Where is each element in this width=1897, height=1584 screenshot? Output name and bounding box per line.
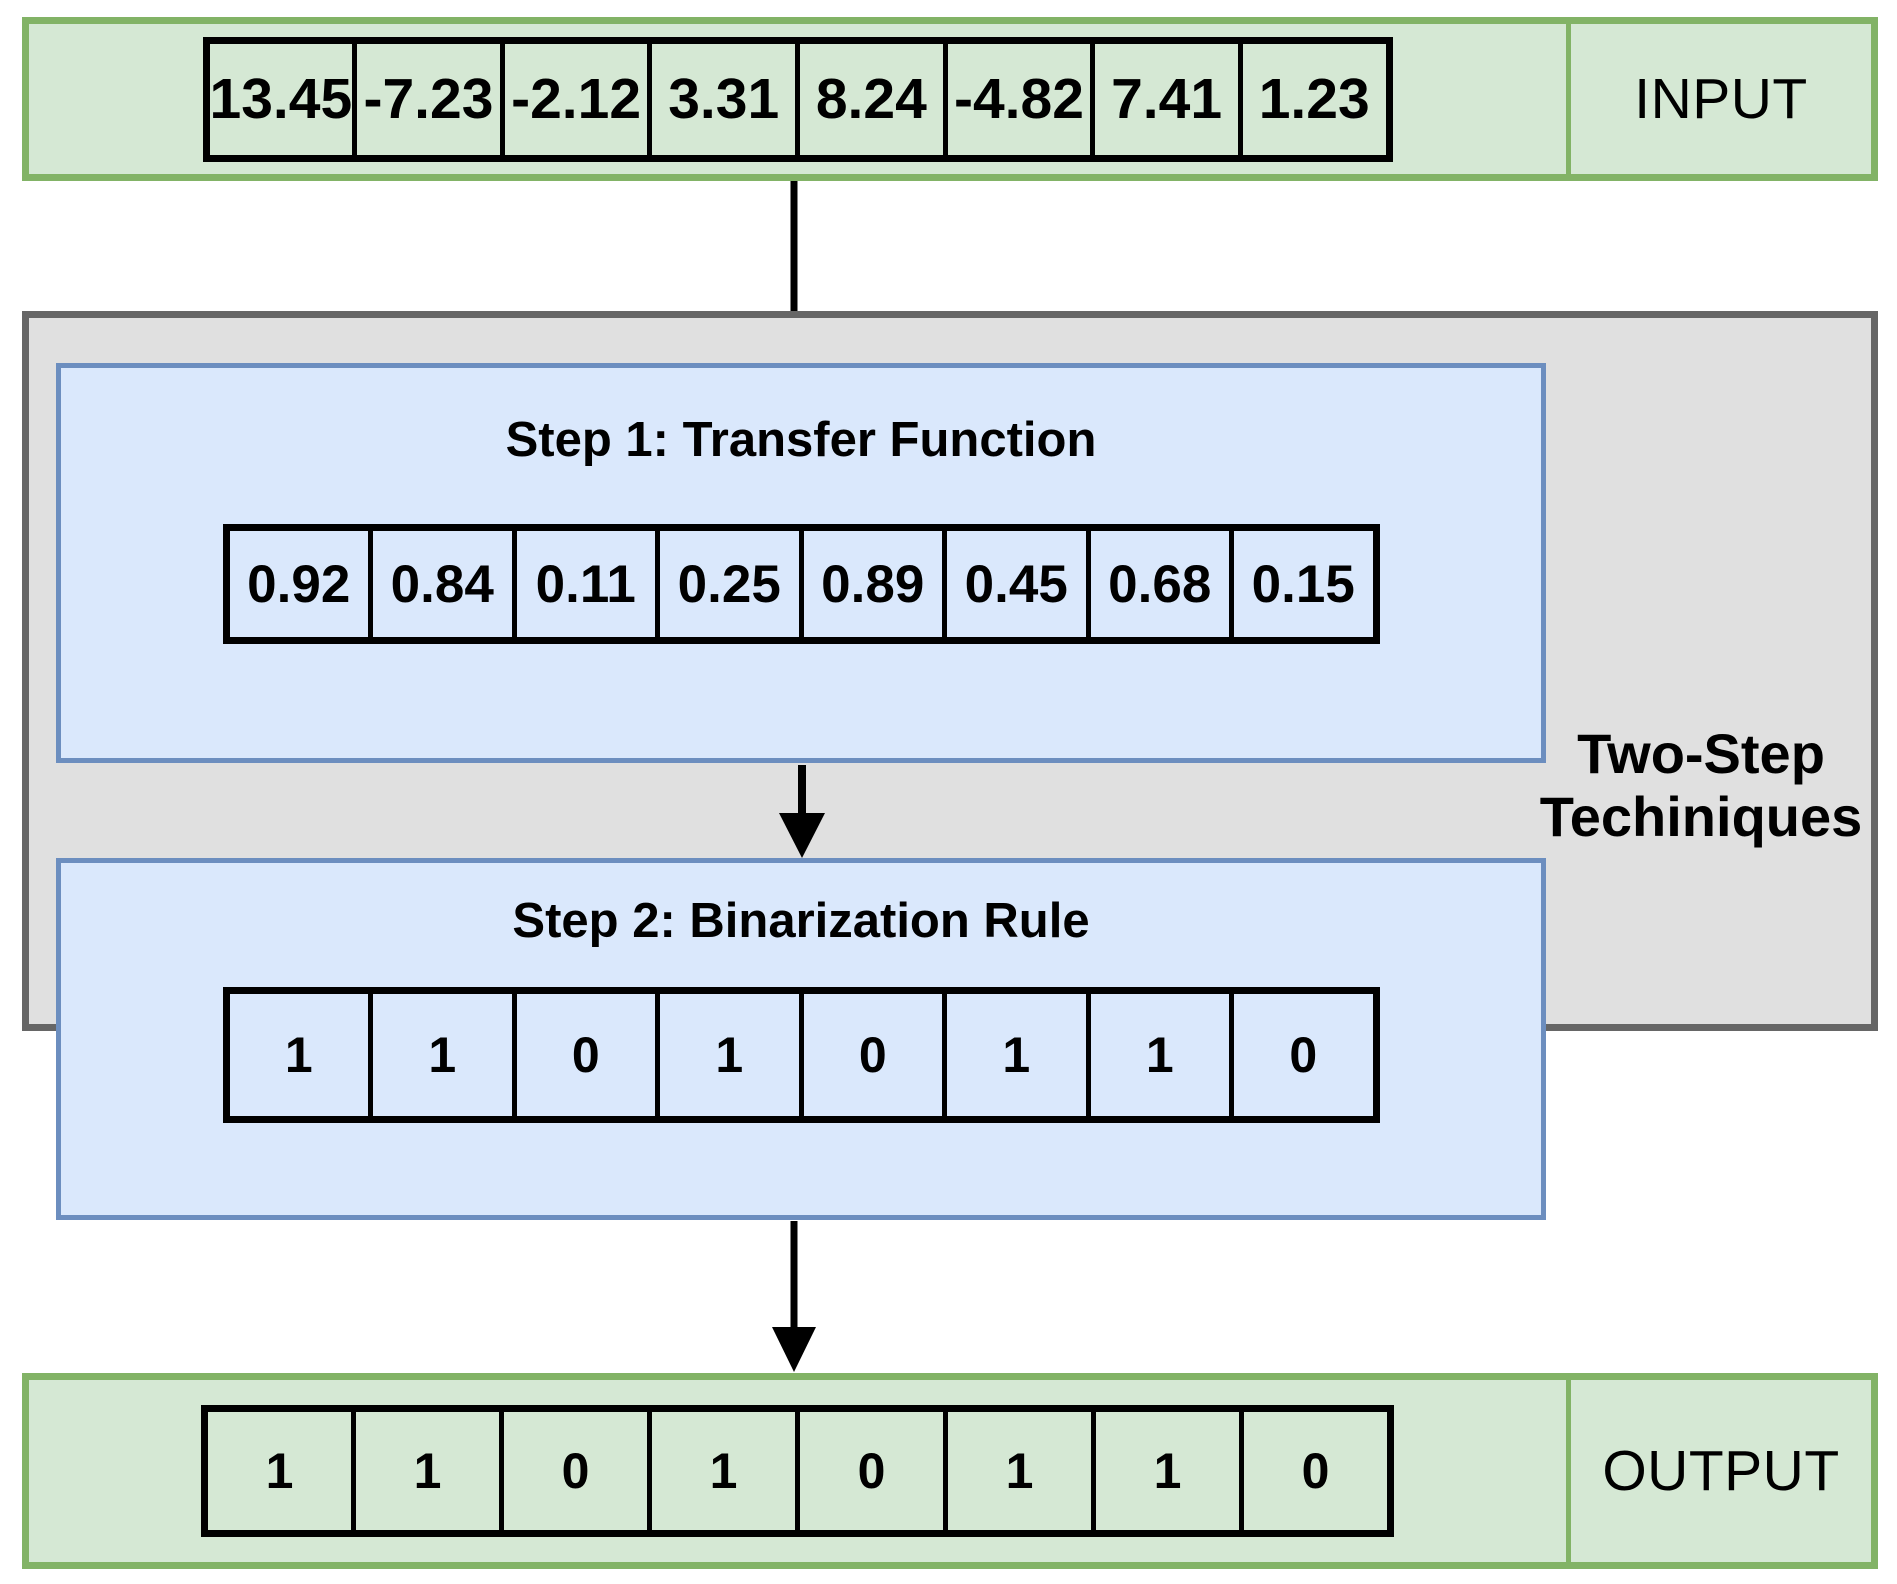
step2-panel: Step 2: Binarization Rule 1 1 0 1 0 1 1 … xyxy=(56,858,1546,1220)
input-cell: -4.82 xyxy=(948,43,1096,155)
output-cell: 1 xyxy=(652,1412,800,1530)
step2-cell: 1 xyxy=(373,994,517,1116)
step2-cell: 0 xyxy=(1289,1027,1318,1083)
step1-cell: 0.92 xyxy=(230,531,373,637)
step2-title: Step 2: Binarization Rule xyxy=(512,894,1090,948)
input-cell: 3.31 xyxy=(652,43,801,155)
output-cell: 0 xyxy=(800,1412,948,1530)
step1-cell: 0.68 xyxy=(1091,531,1234,637)
step1-title: Step 1: Transfer Function xyxy=(505,413,1097,467)
output-cell: 1 xyxy=(948,1412,1096,1530)
input-panel: 13.45 -7.23 -2.12 3.31 8.24 -4.82 7.41 1… xyxy=(22,17,1878,181)
input-cell: -7.23 xyxy=(357,43,505,155)
two-step-label: Two-Step Techiniques xyxy=(1539,722,1863,848)
step1-cell: 0.15 xyxy=(1251,554,1355,614)
input-cell: 1.23 xyxy=(1258,67,1370,131)
step1-cell: 0.25 xyxy=(660,531,804,637)
input-vector: 13.45 -7.23 -2.12 3.31 8.24 -4.82 7.41 1… xyxy=(29,24,1571,174)
input-label: INPUT xyxy=(1634,67,1808,131)
output-panel: 1 1 0 1 0 1 1 0 OUTPUT xyxy=(22,1373,1878,1569)
step2-cell: 1 xyxy=(660,994,804,1116)
arrow-step1-to-step2 xyxy=(776,765,828,859)
step2-cell-strip: 1 1 0 1 0 1 1 0 xyxy=(222,987,1380,1123)
output-cell: 1 xyxy=(208,1412,356,1530)
step1-cell: 0.89 xyxy=(804,531,947,637)
output-cell: 0 xyxy=(1301,1443,1330,1499)
arrow-step2-to-output xyxy=(770,1221,818,1373)
step1-cell: 0.84 xyxy=(373,531,517,637)
step2-cell: 1 xyxy=(230,994,373,1116)
step1-cell: 0.11 xyxy=(517,531,660,637)
output-cell: 0 xyxy=(504,1412,652,1530)
output-cell-strip: 1 1 0 1 0 1 1 0 xyxy=(201,1405,1394,1537)
step2-cell: 1 xyxy=(1091,994,1234,1116)
step1-cell-strip: 0.92 0.84 0.11 0.25 0.89 0.45 0.68 0.15 xyxy=(222,524,1380,644)
input-cell: -2.12 xyxy=(505,43,653,155)
output-label: OUTPUT xyxy=(1602,1439,1840,1503)
input-cell: 13.45 xyxy=(210,43,358,155)
input-cell-strip: 13.45 -7.23 -2.12 3.31 8.24 -4.82 7.41 1… xyxy=(202,36,1393,162)
output-vector: 1 1 0 1 0 1 1 0 xyxy=(29,1380,1571,1562)
step2-cell: 0 xyxy=(804,994,947,1116)
step1-cell: 0.45 xyxy=(947,531,1091,637)
output-cell: 1 xyxy=(356,1412,504,1530)
step2-cell: 0 xyxy=(517,994,660,1116)
output-cell: 1 xyxy=(1096,1412,1244,1530)
input-cell: 7.41 xyxy=(1095,43,1243,155)
step2-cell: 1 xyxy=(947,994,1091,1116)
step1-panel: Step 1: Transfer Function 0.92 0.84 0.11… xyxy=(56,363,1546,763)
input-cell: 8.24 xyxy=(800,43,948,155)
